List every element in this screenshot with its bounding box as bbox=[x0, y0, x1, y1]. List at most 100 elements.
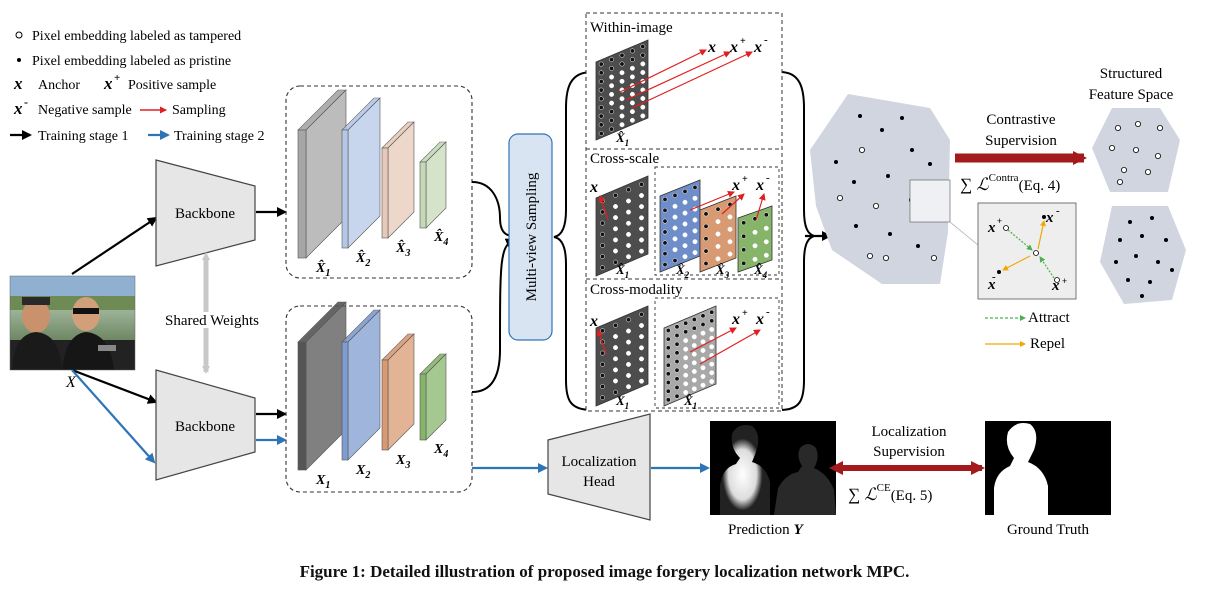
within-positive-symbol: x bbox=[729, 39, 738, 56]
scale-negative-symbol: x bbox=[755, 177, 764, 194]
zoom-negative-symbol: x bbox=[1045, 210, 1054, 226]
zoom-region bbox=[909, 179, 951, 223]
localization-supervision-line2: Supervision bbox=[873, 444, 945, 460]
negative-superscript: - bbox=[24, 95, 28, 109]
legend-stage1-label: Training stage 1 bbox=[38, 129, 128, 144]
cross-modality-inner-frame bbox=[654, 297, 780, 409]
contrastive-supervision-line2: Supervision bbox=[985, 133, 1057, 149]
modality-sampling-arrow-3 bbox=[699, 329, 761, 365]
modality-negative-symbol: x bbox=[755, 311, 764, 328]
feature-2-label: X2 bbox=[355, 463, 370, 481]
cross-scale-title: Cross-scale bbox=[590, 151, 659, 167]
hat-feature-labels: X̂1 X̂2 X̂3 X̂4 bbox=[315, 228, 448, 279]
localization-supervision-line1: Localization bbox=[872, 424, 947, 440]
cross-scale-sheet-4 bbox=[737, 205, 773, 273]
input-to-backbone-bottom-arrow bbox=[71, 368, 158, 404]
multi-view-sampling-box bbox=[508, 133, 553, 341]
localization-head-line2: Head bbox=[583, 474, 615, 490]
legend: Pixel embedding labeled as tampered Pixe… bbox=[10, 29, 264, 144]
input-image bbox=[9, 275, 136, 371]
negative-symbol: x bbox=[13, 99, 23, 118]
hat-feature-slab-1 bbox=[297, 89, 347, 259]
cross-modality-samples: x x + x - X1 X̂1 bbox=[589, 306, 770, 411]
ce-loss-formula: ∑ ℒCE(Eq. 5) bbox=[848, 482, 932, 504]
scale-positive-symbol: x bbox=[731, 177, 740, 194]
backbone-top-label: Backbone bbox=[175, 206, 235, 222]
zoom-negative-sup-2: - bbox=[992, 271, 996, 283]
backbone-bottom bbox=[155, 369, 256, 481]
ground-truth-mask bbox=[985, 421, 1111, 515]
within-sampling-arrow-1 bbox=[619, 49, 707, 93]
cross-scale-sheet-1 bbox=[595, 175, 649, 277]
modality-sampling-arrow-1 bbox=[596, 329, 607, 355]
prediction-mask bbox=[710, 421, 836, 515]
scale-sampling-arrow-2 bbox=[689, 191, 735, 211]
repel-label: Repel bbox=[1030, 336, 1065, 352]
cross-scale-samples: x x + x - X̂1 X̂2 X̂3 X̂4 bbox=[589, 172, 770, 280]
feature-slab-3 bbox=[381, 333, 415, 451]
legend-stage2-label: Training stage 2 bbox=[174, 129, 264, 144]
hat-features-to-sampling-curve bbox=[471, 181, 515, 237]
hat-feature-1-label: X̂1 bbox=[315, 259, 330, 279]
zoom-negative-sup: - bbox=[1056, 205, 1060, 217]
within-sampling-arrow-2 bbox=[625, 51, 731, 101]
scale-anchor-symbol: x bbox=[589, 179, 598, 196]
cross-modality-sheet-2 bbox=[663, 305, 717, 407]
cross-modality-title: Cross-modality bbox=[590, 282, 683, 298]
legend-negative-label: Negative sample bbox=[38, 103, 132, 118]
legend-pristine-label: Pixel embedding labeled as pristine bbox=[32, 54, 231, 69]
zoom-connector bbox=[949, 221, 979, 246]
scale-feature-3-label: X̂3 bbox=[715, 262, 730, 280]
sampling-panel-art bbox=[595, 39, 773, 407]
modality-anchor-symbol: x bbox=[589, 313, 598, 330]
structured-space-line1: Structured bbox=[1100, 66, 1163, 82]
zoom-positive-symbol: x bbox=[987, 220, 996, 236]
sampling-brace-left bbox=[553, 71, 593, 411]
input-to-backbone-stage2-arrow bbox=[71, 369, 156, 464]
zoom-positive-sup: + bbox=[997, 216, 1002, 226]
zoom-positive-symbol-2: x bbox=[1051, 278, 1060, 294]
structured-space-points bbox=[1109, 121, 1174, 298]
input-label: X bbox=[65, 374, 77, 391]
zoom-positive-sup-2: + bbox=[1062, 276, 1067, 286]
within-image-samples: x x + x - X̂1 bbox=[615, 34, 768, 148]
shared-weights-label: Shared Weights bbox=[165, 313, 259, 329]
scale-negative-sup: - bbox=[766, 172, 770, 184]
scale-sampling-arrow-4 bbox=[755, 193, 766, 221]
contrastive-loss-formula: ∑ ℒContra(Eq. 4) bbox=[960, 172, 1060, 194]
feature-slab-2 bbox=[341, 309, 381, 461]
feature-1-label: X1 bbox=[315, 473, 330, 491]
within-negative-sup: - bbox=[764, 34, 768, 46]
scale-feature-1-label: X̂1 bbox=[615, 262, 629, 280]
modality-feature-label: X1 bbox=[615, 393, 629, 411]
localization-head-line1: Localization bbox=[562, 454, 637, 470]
within-negative-symbol: x bbox=[753, 39, 762, 56]
legend-tampered-label: Pixel embedding labeled as tampered bbox=[32, 29, 241, 44]
legend-positive-label: Positive sample bbox=[128, 78, 216, 93]
within-image-sheet bbox=[595, 39, 649, 141]
ground-truth-label: Ground Truth bbox=[1007, 522, 1090, 538]
hat-feature-3-label: X̂3 bbox=[395, 239, 410, 259]
attract-label: Attract bbox=[1028, 310, 1070, 326]
feature-3-label: X3 bbox=[395, 453, 410, 471]
scale-positive-sup: + bbox=[742, 174, 748, 185]
within-image-title: Within-image bbox=[590, 20, 673, 36]
cross-modality-sheet-1 bbox=[595, 305, 649, 407]
cross-scale-sheet-3 bbox=[699, 195, 737, 273]
feature-4-label: X4 bbox=[433, 442, 448, 460]
hat-feature-4-label: X̂4 bbox=[433, 228, 448, 248]
pristine-marker-icon bbox=[17, 58, 21, 62]
multi-view-sampling-label: Multi-view Sampling bbox=[524, 172, 540, 301]
structured-space-line2: Feature Space bbox=[1089, 87, 1174, 103]
backbone-bottom-label: Backbone bbox=[175, 419, 235, 435]
within-sampling-arrow-3 bbox=[631, 51, 753, 109]
attract-repel-box bbox=[977, 202, 1077, 300]
legend-anchor-label: Anchor bbox=[38, 78, 80, 93]
localization-head bbox=[547, 413, 651, 521]
modality-positive-symbol: x bbox=[731, 311, 740, 328]
cross-scale-sheet-2 bbox=[659, 179, 701, 273]
legend-sampling-label: Sampling bbox=[172, 103, 226, 118]
tampered-marker-icon bbox=[15, 31, 23, 39]
attract-repel-content: x + x - x - x + bbox=[987, 205, 1067, 294]
